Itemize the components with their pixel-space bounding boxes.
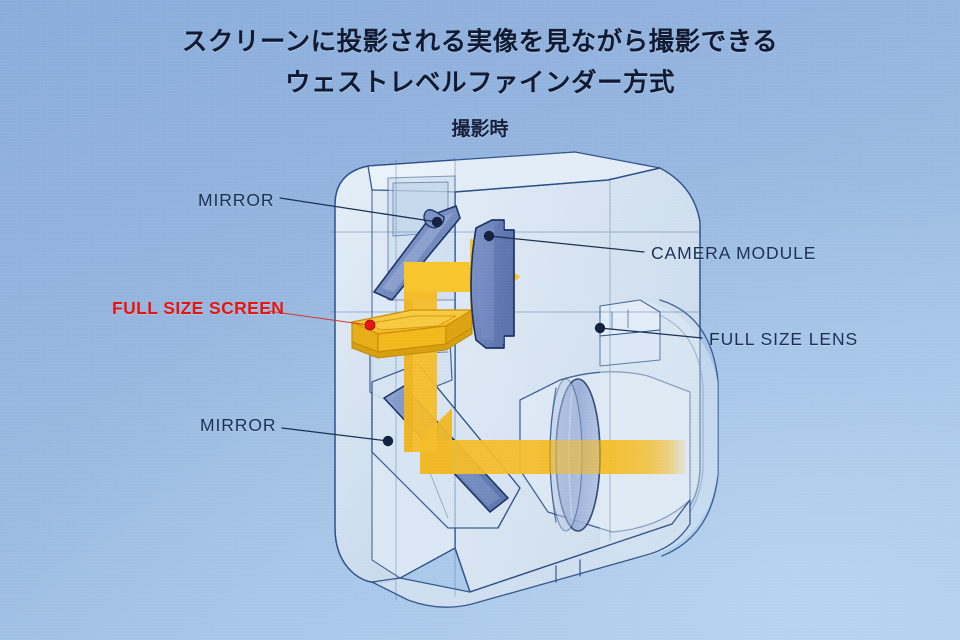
leader-lines bbox=[279, 197, 703, 442]
label-mirror-bottom: MIRROR bbox=[200, 415, 277, 435]
label-mirror-top: MIRROR bbox=[198, 190, 275, 210]
subtitle: 撮影時 bbox=[451, 119, 509, 140]
label-full-size-lens: FULL SIZE LENS bbox=[709, 329, 859, 349]
full-size-screen-part bbox=[351, 309, 473, 359]
camera-module-part bbox=[470, 219, 515, 349]
leader-line-screen bbox=[267, 310, 369, 326]
label-camera-module: CAMERA MODULE bbox=[651, 243, 817, 263]
leader-dots bbox=[382, 216, 606, 447]
label-full-size-screen: FULL SIZE SCREEN bbox=[112, 298, 285, 318]
